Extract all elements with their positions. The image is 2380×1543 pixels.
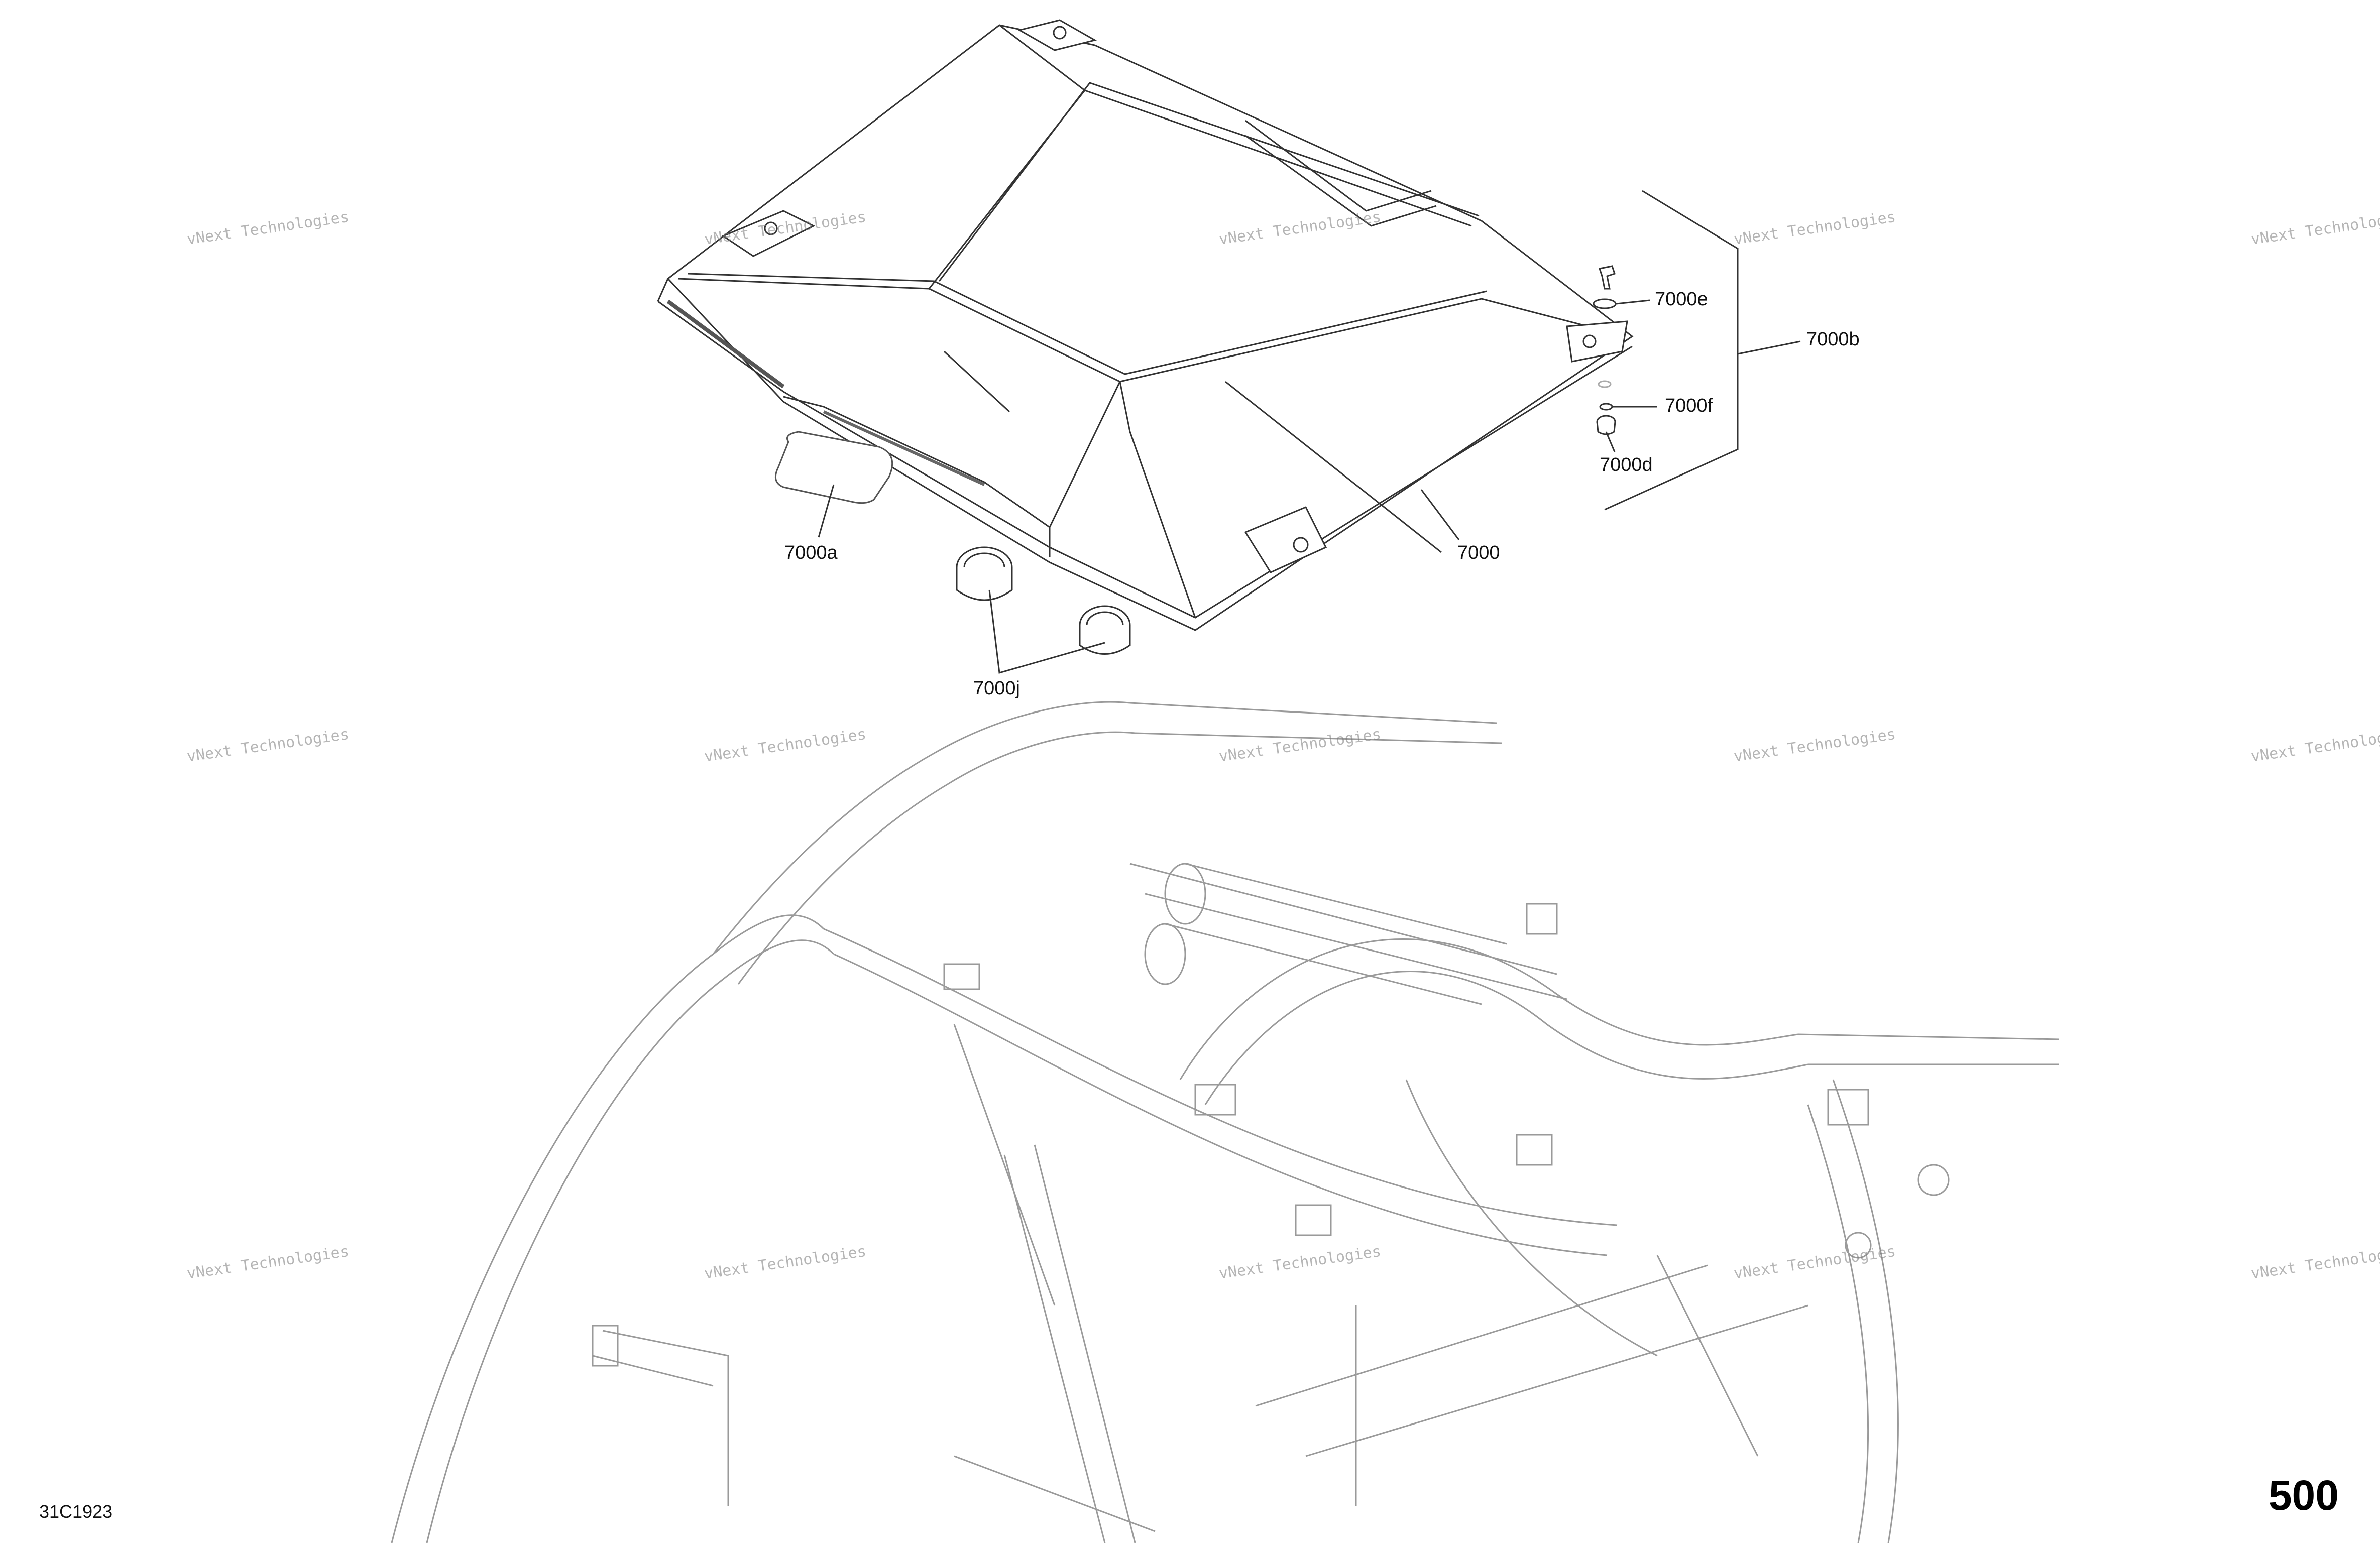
- document-code: 31C1923: [39, 1501, 113, 1522]
- leader-lines: [818, 299, 1801, 674]
- page-number: 500: [2268, 1472, 2339, 1519]
- roll-cage-frame: [391, 701, 2060, 1543]
- hardware-kit: [1593, 265, 1617, 435]
- group-bracket: [1604, 190, 1739, 511]
- callout-7000d: 7000d: [1600, 454, 1653, 476]
- callout-7000e: 7000e: [1655, 289, 1708, 310]
- roof-panel: [657, 19, 1634, 631]
- callout-7000a: 7000a: [784, 542, 838, 563]
- callout-7000f: 7000f: [1665, 395, 1713, 416]
- bushings: [956, 546, 1131, 655]
- label-plate: [774, 431, 893, 504]
- callout-7000b: 7000b: [1806, 329, 1860, 350]
- callout-7000j: 7000j: [973, 678, 1020, 699]
- callout-7000: 7000: [1457, 542, 1500, 563]
